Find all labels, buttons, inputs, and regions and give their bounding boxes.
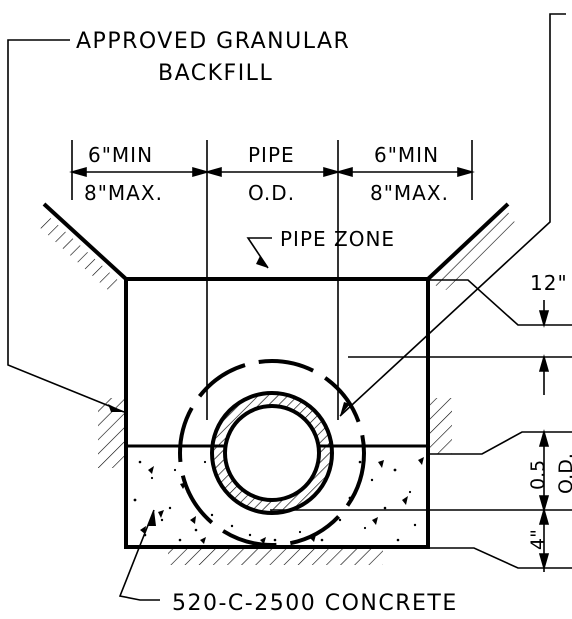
backfill-label-line2: BACKFILL [158, 61, 273, 86]
trench-side-slopes [42, 202, 510, 281]
dim-12-label: 12" [530, 271, 568, 295]
pipe-bore [223, 404, 321, 502]
dim-05-label: 0.5 [527, 460, 549, 490]
trench-outline [124, 277, 430, 549]
dim-4-label: 4" [527, 529, 549, 550]
top-dimension-lines [69, 166, 475, 178]
dim-od-label: O.D. [555, 453, 572, 494]
backfill-label-line1: APPROVED GRANULAR [76, 29, 350, 54]
pipe-zone-arc [178, 359, 366, 547]
left-max-label: 8"MAX. [84, 181, 163, 205]
right-dimension-lines [538, 300, 550, 572]
concrete-label: 520-C-2500 CONCRETE [172, 591, 458, 616]
right-min-label: 6"MIN [374, 143, 439, 167]
pipe-zone-label: PIPE ZONE [280, 227, 395, 251]
leader-lines [7, 13, 572, 601]
leader-arrowheads [108, 256, 350, 526]
left-min-label: 6"MIN [88, 143, 153, 167]
pipe-label: PIPE [248, 143, 295, 167]
right-max-label: 8"MAX. [370, 181, 449, 205]
extension-lines [71, 140, 473, 420]
pipe-od-label: O.D. [248, 181, 295, 205]
